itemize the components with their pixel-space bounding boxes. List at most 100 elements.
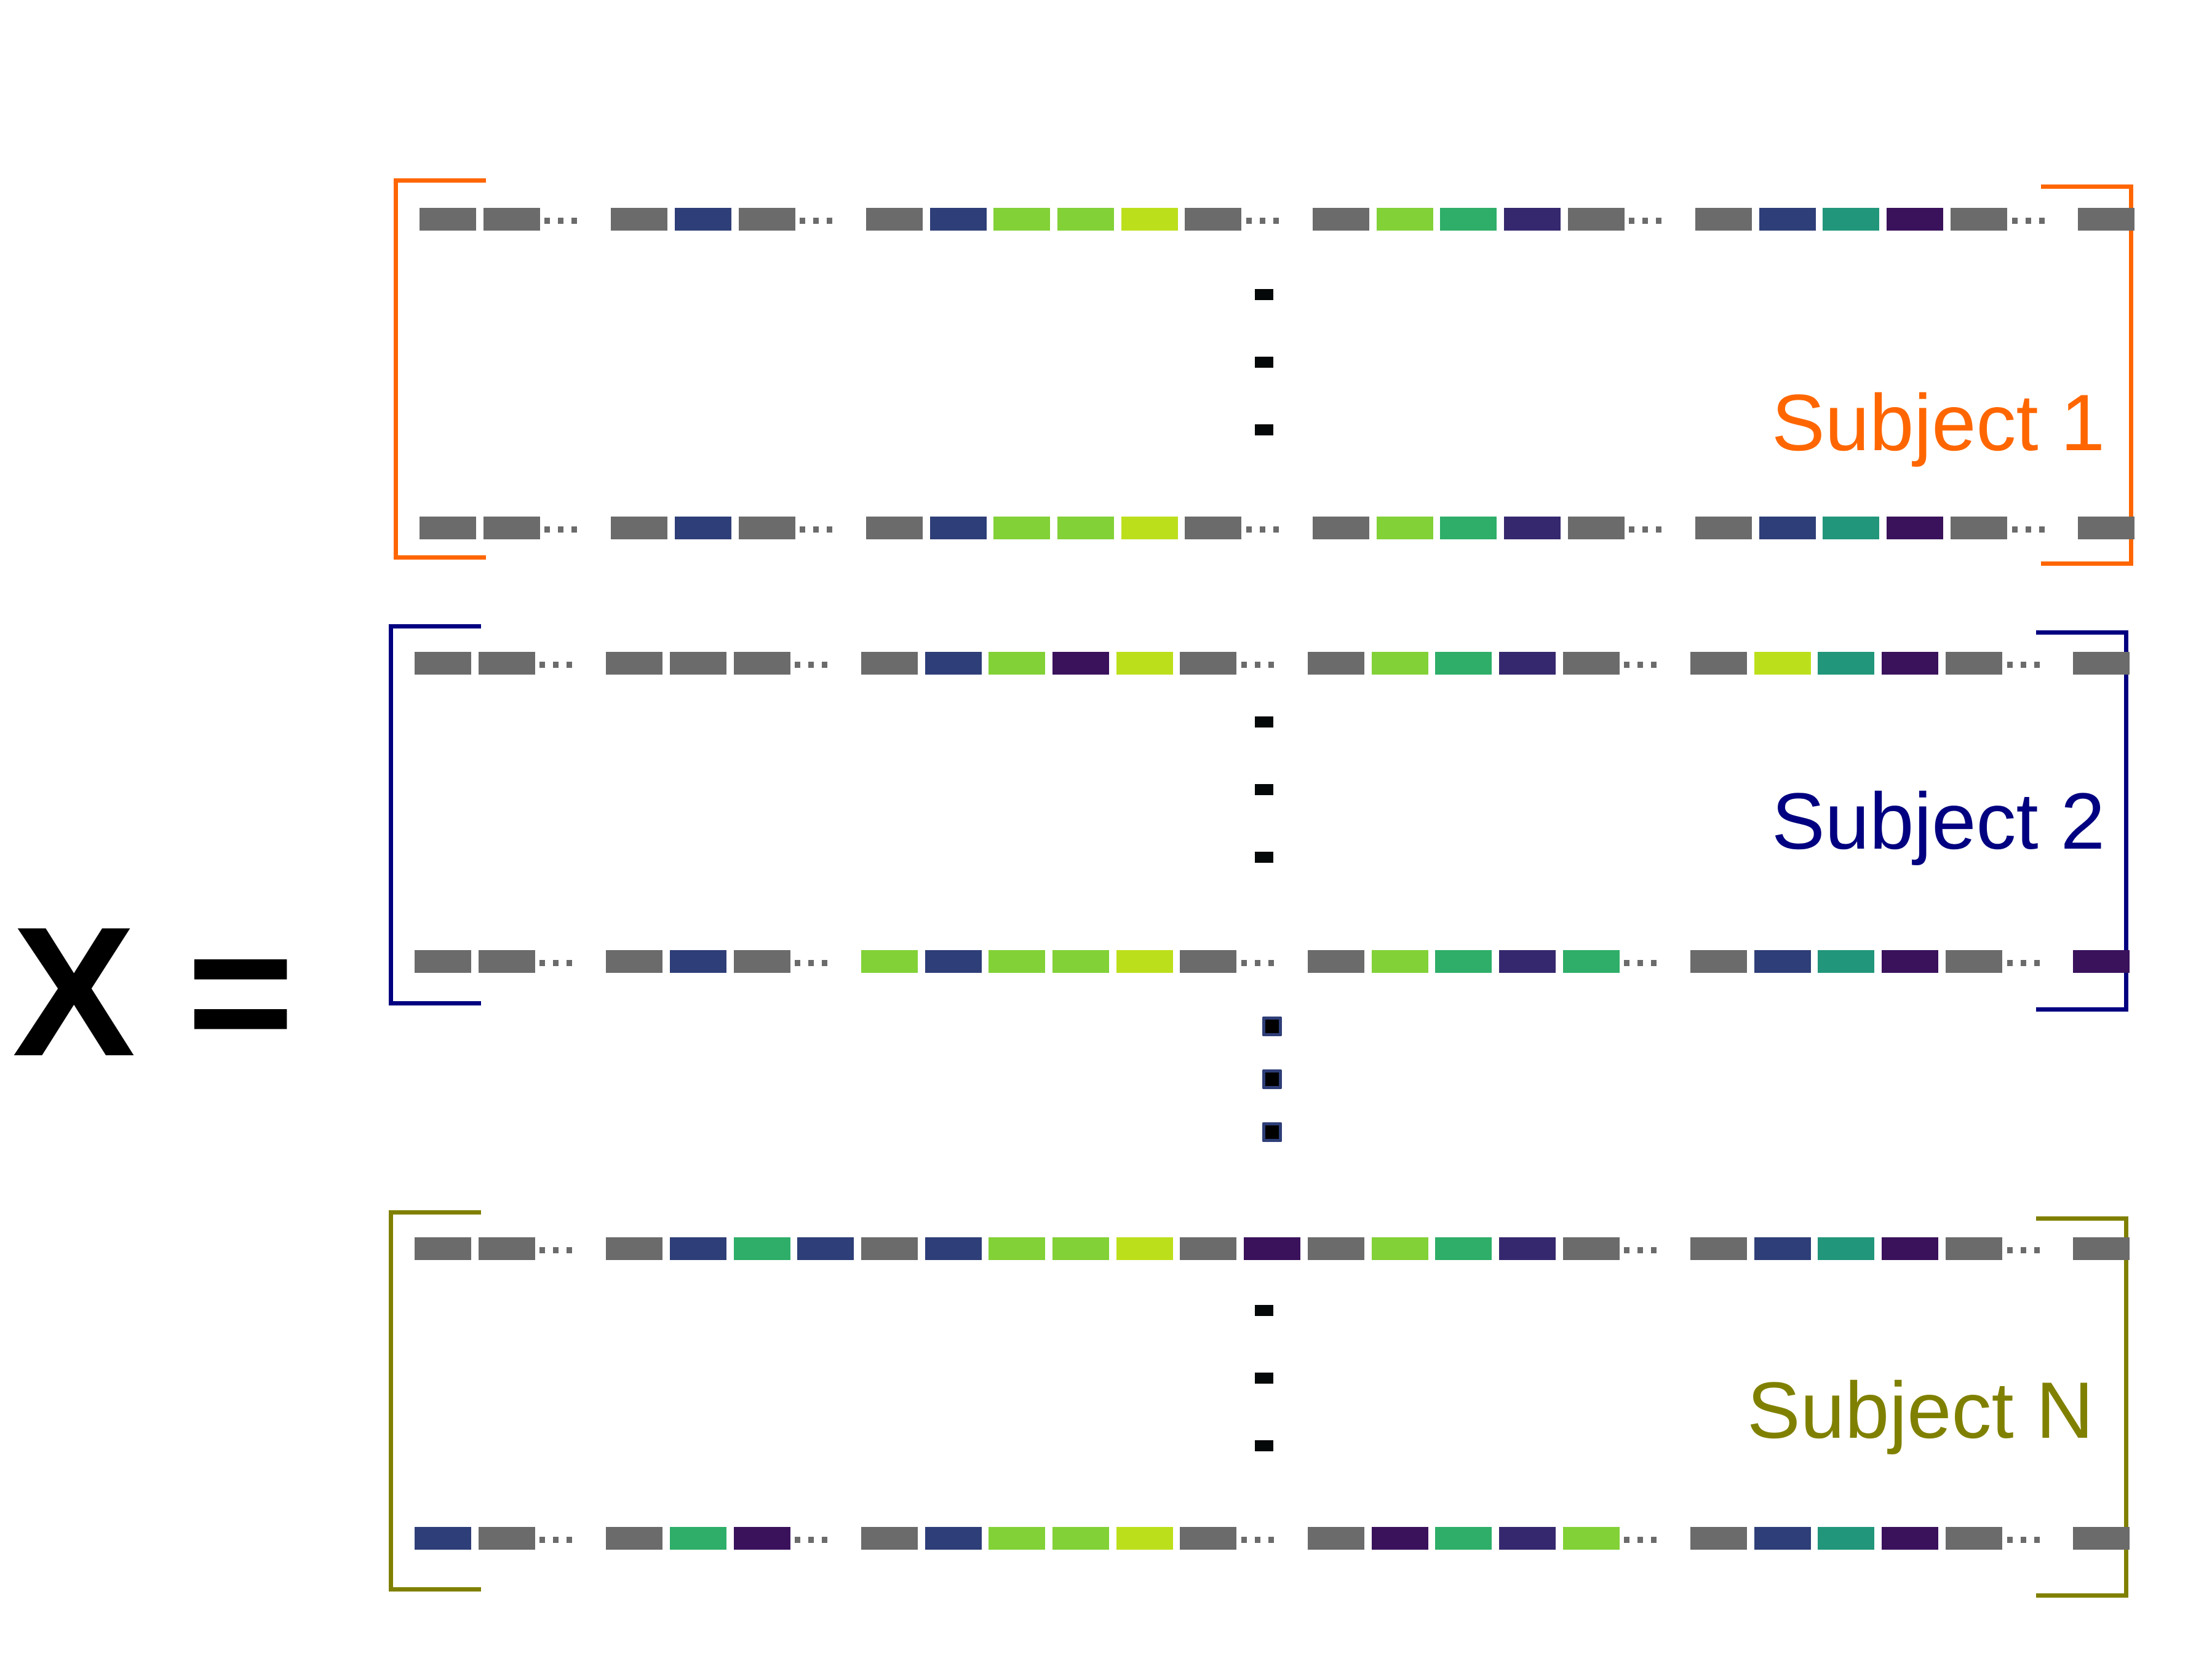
feature-cell	[2073, 1237, 2130, 1260]
feature-cell	[1116, 950, 1173, 973]
feature-cell	[1823, 517, 1880, 539]
feature-cell	[1498, 1527, 1556, 1550]
feature-cell	[1945, 1527, 2002, 1550]
feature-cell	[606, 1527, 663, 1550]
feature-cell	[929, 208, 987, 231]
ellipsis-gap	[800, 526, 834, 533]
vertical-ellipsis-dot	[1255, 1305, 1273, 1316]
feature-cell	[483, 517, 540, 539]
feature-cell	[1052, 1237, 1109, 1260]
feature-cell	[1244, 1237, 1301, 1260]
vertical-ellipsis-dot	[1255, 1440, 1273, 1451]
feature-cell	[1498, 652, 1556, 675]
ellipsis-gap	[1624, 960, 1658, 966]
right-bracket	[2036, 1216, 2128, 1598]
feature-cell	[865, 517, 923, 539]
feature-cell	[1312, 208, 1369, 231]
vertical-ellipsis-dot	[1255, 1373, 1273, 1384]
feature-cell	[1562, 652, 1620, 675]
feature-cell	[1695, 517, 1752, 539]
feature-cell	[669, 950, 726, 973]
ellipsis-gap	[1629, 218, 1663, 224]
feature-cell	[861, 1237, 918, 1260]
ellipsis-gap	[1241, 960, 1276, 966]
feature-cell	[1754, 1527, 1811, 1550]
ellipsis-gap	[539, 662, 574, 668]
feature-cell	[1312, 517, 1369, 539]
feature-cell	[1567, 517, 1625, 539]
ellipsis-gap	[1629, 526, 1663, 533]
feature-cell	[415, 1527, 471, 1550]
feature-cell	[865, 208, 923, 231]
feature-cell	[861, 1527, 918, 1550]
feature-cell	[483, 208, 540, 231]
feature-cell	[611, 208, 668, 231]
feature-cell	[1950, 208, 2007, 231]
feature-cell	[1371, 1237, 1428, 1260]
feature-cell	[738, 208, 795, 231]
ellipsis-gap	[1624, 1247, 1658, 1253]
feature-cell	[1052, 950, 1109, 973]
ellipsis-gap	[800, 218, 834, 224]
ellipsis-gap	[1246, 218, 1281, 224]
ellipsis-gap	[544, 218, 579, 224]
feature-cell	[1116, 652, 1173, 675]
feature-cell	[1945, 950, 2002, 973]
feature-cell	[1754, 950, 1811, 973]
ellipsis-gap	[544, 526, 579, 533]
vertical-ellipsis-dot	[1255, 852, 1273, 863]
feature-cell	[606, 950, 663, 973]
feature-cell	[1371, 1527, 1428, 1550]
feature-cell	[1882, 1237, 1939, 1260]
feature-cell	[415, 950, 471, 973]
feature-cell	[1371, 950, 1428, 973]
feature-cell	[1121, 517, 1178, 539]
feature-cell	[1887, 517, 1944, 539]
feature-cell	[1376, 208, 1433, 231]
feature-cell	[1823, 208, 1880, 231]
feature-cell	[1818, 652, 1875, 675]
feature-cell	[1695, 208, 1752, 231]
feature-cell	[1185, 208, 1242, 231]
feature-cell	[1307, 950, 1364, 973]
feature-cell	[989, 1237, 1046, 1260]
feature-cell	[1435, 1527, 1492, 1550]
feature-cell	[738, 517, 795, 539]
vertical-ellipsis-dot	[1255, 357, 1273, 368]
feature-cell	[1435, 1237, 1492, 1260]
ellipsis-gap	[539, 960, 574, 966]
feature-cell	[2078, 517, 2135, 539]
feature-cell	[420, 517, 476, 539]
feature-cell	[1371, 652, 1428, 675]
feature-cell	[1882, 1527, 1939, 1550]
feature-cell	[1116, 1237, 1173, 1260]
feature-cell	[1754, 652, 1811, 675]
feature-cell	[1307, 1237, 1364, 1260]
ellipsis-gap	[2007, 1537, 2042, 1543]
feature-cell	[669, 1237, 726, 1260]
feature-cell	[1503, 517, 1561, 539]
feature-cell	[1440, 208, 1497, 231]
feature-cell	[989, 652, 1046, 675]
feature-cell	[1435, 950, 1492, 973]
subject-label: Subject 2	[1772, 776, 2106, 866]
feature-cell	[1945, 1237, 2002, 1260]
feature-cell	[925, 652, 982, 675]
feature-cell	[420, 208, 476, 231]
feature-cell	[993, 517, 1051, 539]
feature-cell	[929, 517, 987, 539]
feature-cell	[2073, 1527, 2130, 1550]
feature-cell	[478, 1527, 535, 1550]
left-bracket	[389, 1210, 481, 1592]
feature-cell	[1950, 517, 2007, 539]
ellipsis-gap	[795, 960, 829, 966]
feature-cell	[733, 950, 790, 973]
ellipsis-gap	[1241, 1537, 1276, 1543]
feature-cell	[1498, 950, 1556, 973]
feature-cell	[1440, 517, 1497, 539]
feature-cell	[1052, 652, 1109, 675]
feature-cell	[2078, 208, 2135, 231]
feature-cell	[1057, 517, 1114, 539]
ellipsis-gap	[539, 1247, 574, 1253]
feature-cell	[1307, 652, 1364, 675]
